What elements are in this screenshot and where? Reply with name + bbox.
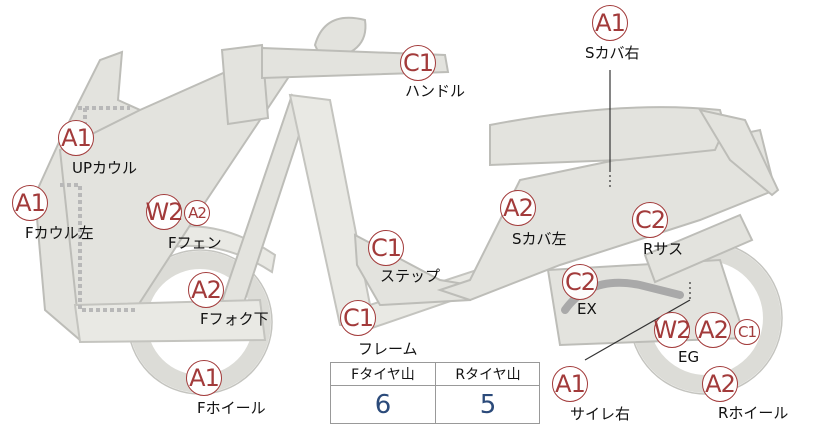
- label-engine: EG: [678, 348, 700, 366]
- headlight-shape: [220, 43, 270, 126]
- label-r-wheel: Rホイール: [718, 404, 789, 422]
- grade-badge-engine-2: A2: [695, 312, 731, 348]
- grade-badge-f-fender-1: W2: [146, 194, 184, 230]
- grade-badge-s-cover-left: A2: [500, 190, 536, 226]
- rear-tail-shape: [697, 108, 780, 197]
- front-tread-value: 6: [374, 389, 392, 420]
- grade-badge-up-cowl: A1: [58, 120, 94, 156]
- front-tread-header: Fタイヤ山: [331, 363, 435, 386]
- grade-badge-f-fork-lower: A2: [188, 272, 224, 308]
- grade-badge-s-cover-right: A1: [592, 5, 628, 41]
- grade-badge-r-suspension: C2: [632, 202, 668, 238]
- label-frame: フレーム: [358, 340, 418, 358]
- grade-badge-f-wheel: A1: [186, 360, 222, 396]
- label-up-cowl: UPカウル: [72, 159, 138, 177]
- label-r-suspension: Rサス: [643, 240, 684, 258]
- grade-badge-engine-3: C1: [734, 319, 760, 345]
- label-exhaust: EX: [577, 300, 597, 318]
- rear-tread-header: Rタイヤ山: [436, 363, 540, 386]
- label-f-cowl-left: Fカウル左: [25, 224, 94, 242]
- silencer-guide: [584, 299, 691, 361]
- grade-badge-frame: C1: [340, 300, 376, 336]
- grade-badge-step: C1: [368, 230, 404, 266]
- table-divider: [435, 363, 436, 423]
- grade-badge-engine-1: W2: [654, 312, 692, 348]
- label-silencer-right: サイレ右: [570, 405, 631, 423]
- tire-tread-table: Fタイヤ山 Rタイヤ山 6 5: [330, 362, 540, 424]
- exhaust-pipe-shape: [561, 278, 684, 314]
- grade-badge-exhaust: C2: [562, 264, 598, 300]
- grade-badge-f-cowl-left: A1: [12, 185, 48, 221]
- label-f-fender: Fフェン: [168, 234, 222, 252]
- grade-badge-f-fender-2: A2: [184, 200, 210, 226]
- grade-badge-r-wheel: A2: [702, 366, 738, 402]
- grade-badge-handle: C1: [400, 45, 436, 81]
- grade-badge-silencer-right: A1: [552, 366, 588, 402]
- label-s-cover-right: Sカバ右: [585, 44, 640, 62]
- rear-tread-value: 5: [479, 389, 497, 420]
- label-handle: ハンドル: [405, 82, 466, 100]
- label-f-fork-lower: Fフォク下: [200, 310, 269, 328]
- label-step: ステップ: [380, 267, 441, 285]
- rear-suspension-shape: [643, 213, 754, 284]
- label-f-wheel: Fホイール: [197, 399, 266, 417]
- label-s-cover-left: Sカバ左: [512, 230, 567, 248]
